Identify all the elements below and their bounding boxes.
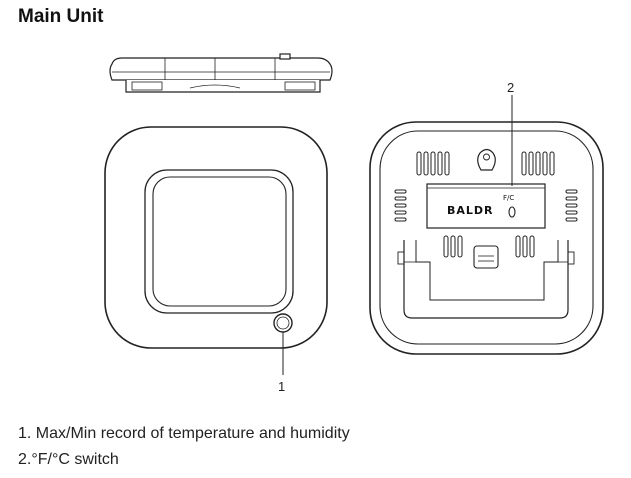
back-housing-outer (369, 121, 604, 355)
battery-latch (473, 245, 499, 269)
label-plate (426, 183, 546, 229)
vent-group-side-left (394, 189, 407, 222)
legend-list: 1. Max/Min record of temperature and hum… (18, 421, 350, 473)
vent-group-lower-right (515, 235, 535, 258)
vent-group-side-right (565, 189, 578, 222)
side-view-button (279, 53, 291, 60)
callout-number-2: 2 (507, 80, 514, 95)
switch-label: F/C (503, 194, 514, 202)
vent-group-lower-left (443, 235, 463, 258)
front-housing (104, 126, 328, 349)
temperature-unit-switch (508, 206, 516, 218)
side-view-shell (109, 57, 333, 81)
callout-number-1: 1 (278, 379, 285, 394)
legend-item: 2.°F/°C switch (18, 451, 119, 468)
vent-group-upper-left (416, 151, 450, 176)
display-window-outer (144, 169, 294, 314)
legend-item: 1. Max/Min record of temperature and hum… (18, 425, 350, 442)
back-housing-inner (379, 130, 594, 345)
back-view (369, 95, 604, 355)
display-window-inner (152, 176, 287, 307)
side-view-base (125, 80, 321, 93)
brand-logo-text: BALDR (447, 204, 494, 217)
vent-group-upper-right (521, 151, 555, 176)
section-title: Main Unit (18, 6, 104, 27)
main-unit-diagram: 1 (104, 53, 604, 394)
side-view (109, 53, 333, 93)
front-view (104, 126, 328, 375)
kickstand (403, 240, 569, 319)
wall-hanger-hole (477, 148, 496, 171)
